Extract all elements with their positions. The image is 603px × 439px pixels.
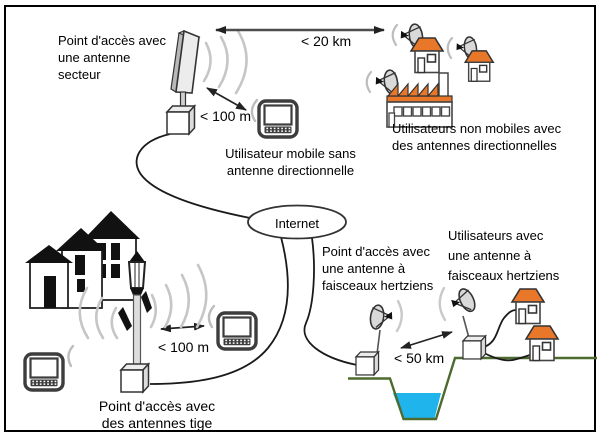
label-users-hertzien: Utilisateurs avec une antenne à faisceau…	[448, 228, 560, 283]
radio-waves-icon	[202, 29, 248, 95]
house-icon	[410, 37, 444, 74]
house-icon	[511, 288, 545, 325]
signal-arc-icon	[250, 98, 259, 123]
internet-cloud	[247, 204, 347, 240]
signal-arc-icon	[67, 344, 75, 368]
label-access-point-sector: Point d'accès avec une antenne secteur	[58, 33, 166, 82]
dish-antenna-icon	[448, 284, 480, 317]
rod-antenna-icon	[141, 291, 152, 313]
house-icon	[25, 245, 73, 309]
mobile-device-icon	[23, 344, 75, 392]
signal-arc-icon	[207, 304, 216, 329]
fixed-users-cluster	[365, 19, 494, 128]
signal-arc-icon	[438, 286, 447, 322]
label-mobile-user: Utilisateur mobile sans antenne directio…	[225, 146, 356, 178]
ground-line	[348, 356, 597, 421]
signal-arc-icon	[365, 70, 373, 94]
mobile-device-icon	[250, 98, 299, 139]
signal-arc-icon	[395, 299, 403, 333]
cable-internet-to-rod-ap	[149, 236, 289, 385]
subscriber-box-icon	[462, 335, 487, 360]
street-lamp-antenna-icon	[118, 251, 152, 393]
cables	[135, 133, 531, 385]
diagram-border	[4, 5, 596, 432]
mobile-device-icon	[207, 304, 258, 351]
cable-sector-to-internet	[135, 133, 251, 219]
factory-icon	[386, 72, 453, 128]
access-point-box-icon	[120, 363, 150, 393]
label-distance-20km: < 20 km	[301, 33, 352, 49]
village-icon	[25, 211, 140, 309]
internet-label: Internet	[274, 216, 320, 231]
rod-antenna-icon	[118, 307, 132, 331]
cable-box-to-upper-house	[483, 309, 517, 348]
access-point-box-icon	[166, 105, 196, 135]
access-point-box-icon	[355, 351, 380, 376]
signal-arc-icon	[446, 36, 454, 60]
river	[348, 356, 597, 421]
label-distance-100m-top: < 100 m	[200, 108, 251, 124]
label-access-point-hertzien: Point d'accès avec une antenne à faiscea…	[322, 244, 434, 293]
cable-internet-to-hertzien-ap	[303, 237, 358, 366]
arrow-50km	[400, 331, 453, 349]
label-distance-50km: < 50 km	[394, 350, 445, 366]
house-icon	[464, 50, 494, 82]
label-distance-100m-bottom: < 100 m	[158, 339, 209, 355]
water	[393, 393, 441, 419]
cable-box-to-lower-house	[483, 352, 531, 362]
label-access-point-rod: Point d'accès avec des antennes tige	[98, 398, 216, 431]
arrow-100m-top	[206, 87, 247, 111]
radio-waves-icon	[78, 263, 208, 340]
hertzien-link	[355, 284, 559, 376]
dish-antenna-icon	[364, 300, 396, 333]
sector-antenna-icon	[166, 29, 201, 135]
label-fixed-users: Utilisateurs non mobiles avec des antenn…	[392, 121, 562, 153]
house-icon	[525, 325, 559, 362]
signal-arc-icon	[391, 23, 399, 47]
